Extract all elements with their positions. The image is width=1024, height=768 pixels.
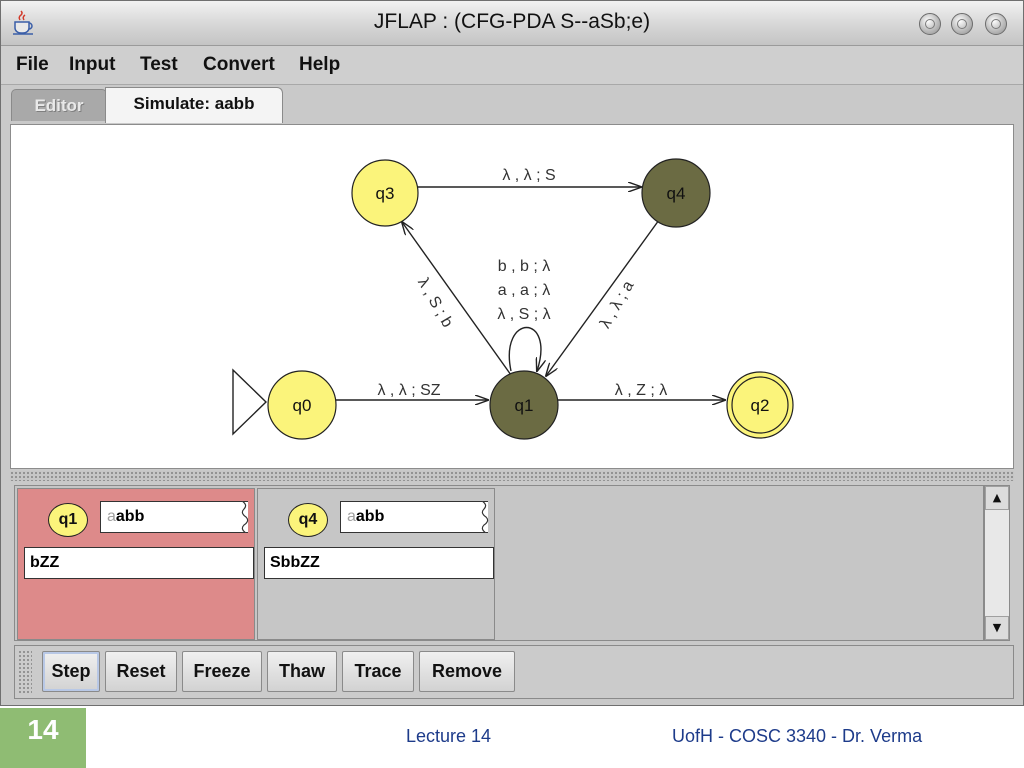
footer-course: UofH - COSC 3340 - Dr. Verma	[672, 726, 923, 746]
jflap-window: JFLAP : (CFG-PDA S--aSb;e) File Input Te…	[0, 0, 1024, 706]
automaton-canvas[interactable]: λ , λ ; S λ , S ; b λ , λ ; a b , b ; λ …	[10, 124, 1014, 469]
toolbar-grip[interactable]	[18, 650, 32, 694]
state-q0[interactable]: q0	[267, 370, 337, 440]
transition-label[interactable]: λ , λ ; SZ	[377, 382, 440, 399]
stack-contents: SbbZZ	[264, 547, 494, 579]
stack-contents: bZZ	[24, 547, 254, 579]
transition-label[interactable]: b , b ; λ	[498, 258, 550, 275]
state-label: q0	[293, 396, 312, 415]
input-tape: aabb	[340, 501, 489, 533]
menu-help[interactable]: Help	[299, 54, 341, 75]
simulation-toolbar: Step Reset Freeze Thaw Trace Remove	[14, 645, 1014, 699]
step-button[interactable]: Step	[42, 651, 100, 692]
tab-bar: Editor Simulate: aabb	[1, 85, 1023, 123]
window-title: JFLAP : (CFG-PDA S--aSb;e)	[373, 10, 651, 33]
state-q3[interactable]: q3	[351, 159, 419, 227]
state-q1[interactable]: q1	[489, 370, 559, 440]
automaton-diagram: λ , λ ; S λ , S ; b λ , λ ; a b , b ; λ …	[232, 158, 794, 440]
input-tape: aabb	[100, 501, 249, 533]
tape-torn-edge-icon	[241, 501, 249, 533]
transition-label[interactable]: λ , S ; b	[414, 275, 456, 331]
menu-bar: File Input Test Convert Help	[1, 46, 1023, 85]
minimize-button[interactable]	[919, 13, 941, 35]
tab-simulate[interactable]: Simulate: aabb	[105, 87, 283, 123]
menu-input[interactable]: Input	[69, 54, 116, 75]
state-label: q1	[515, 396, 534, 415]
tape-torn-edge-icon	[481, 501, 489, 533]
state-label: q2	[751, 396, 770, 415]
split-pane-divider[interactable]	[10, 471, 1014, 481]
transition-label[interactable]: a , a ; λ	[498, 282, 550, 299]
scroll-down-button[interactable]: ▼	[985, 616, 1009, 640]
config-state: q1	[48, 503, 88, 537]
state-q4[interactable]: q4	[641, 158, 711, 228]
scroll-up-button[interactable]: ▲	[985, 486, 1009, 510]
initial-state-marker	[232, 368, 268, 436]
configuration-card[interactable]: q4 aabb SbbZZ	[257, 488, 495, 640]
maximize-button[interactable]	[951, 13, 973, 35]
state-label: q4	[667, 184, 686, 203]
trace-button[interactable]: Trace	[342, 651, 414, 692]
transition-label[interactable]: λ , λ ; a	[597, 278, 638, 331]
remaining-input: abb	[115, 508, 145, 525]
menu-convert[interactable]: Convert	[203, 54, 275, 75]
consumed-input: a	[347, 508, 356, 525]
reset-button[interactable]: Reset	[105, 651, 177, 692]
transition-label[interactable]: λ , Z ; λ	[615, 382, 667, 399]
close-button[interactable]	[985, 13, 1007, 35]
config-state: q4	[288, 503, 328, 537]
state-q2[interactable]: q2	[726, 371, 794, 439]
consumed-input: a	[107, 508, 116, 525]
configurations-scrollbar[interactable]: ▲ ▼	[984, 485, 1010, 641]
thaw-button[interactable]: Thaw	[267, 651, 337, 692]
configuration-card[interactable]: q1 aabb bZZ	[17, 488, 255, 640]
freeze-button[interactable]: Freeze	[182, 651, 262, 692]
transition-label[interactable]: λ , λ ; S	[502, 167, 555, 184]
footer-lecture: Lecture 14	[406, 726, 492, 746]
java-coffee-cup-icon	[13, 10, 33, 35]
title-bar[interactable]: JFLAP : (CFG-PDA S--aSb;e)	[1, 1, 1023, 46]
remaining-input: abb	[355, 508, 385, 525]
transition-q4-q1[interactable]	[546, 219, 660, 376]
scroll-track[interactable]	[985, 510, 1009, 616]
transition-q1-q1[interactable]	[508, 326, 541, 372]
slide-number: 14	[0, 708, 86, 768]
menu-test[interactable]: Test	[140, 54, 178, 75]
transition-label[interactable]: λ , S ; λ	[497, 306, 550, 323]
menu-file[interactable]: File	[16, 54, 49, 75]
state-label: q3	[376, 184, 395, 203]
transition-q1-q3[interactable]	[402, 222, 512, 376]
tab-editor[interactable]: Editor	[11, 89, 107, 121]
configurations-panel: q1 aabb bZZ q4 aabb SbbZZ	[14, 485, 984, 641]
remove-button[interactable]: Remove	[419, 651, 515, 692]
